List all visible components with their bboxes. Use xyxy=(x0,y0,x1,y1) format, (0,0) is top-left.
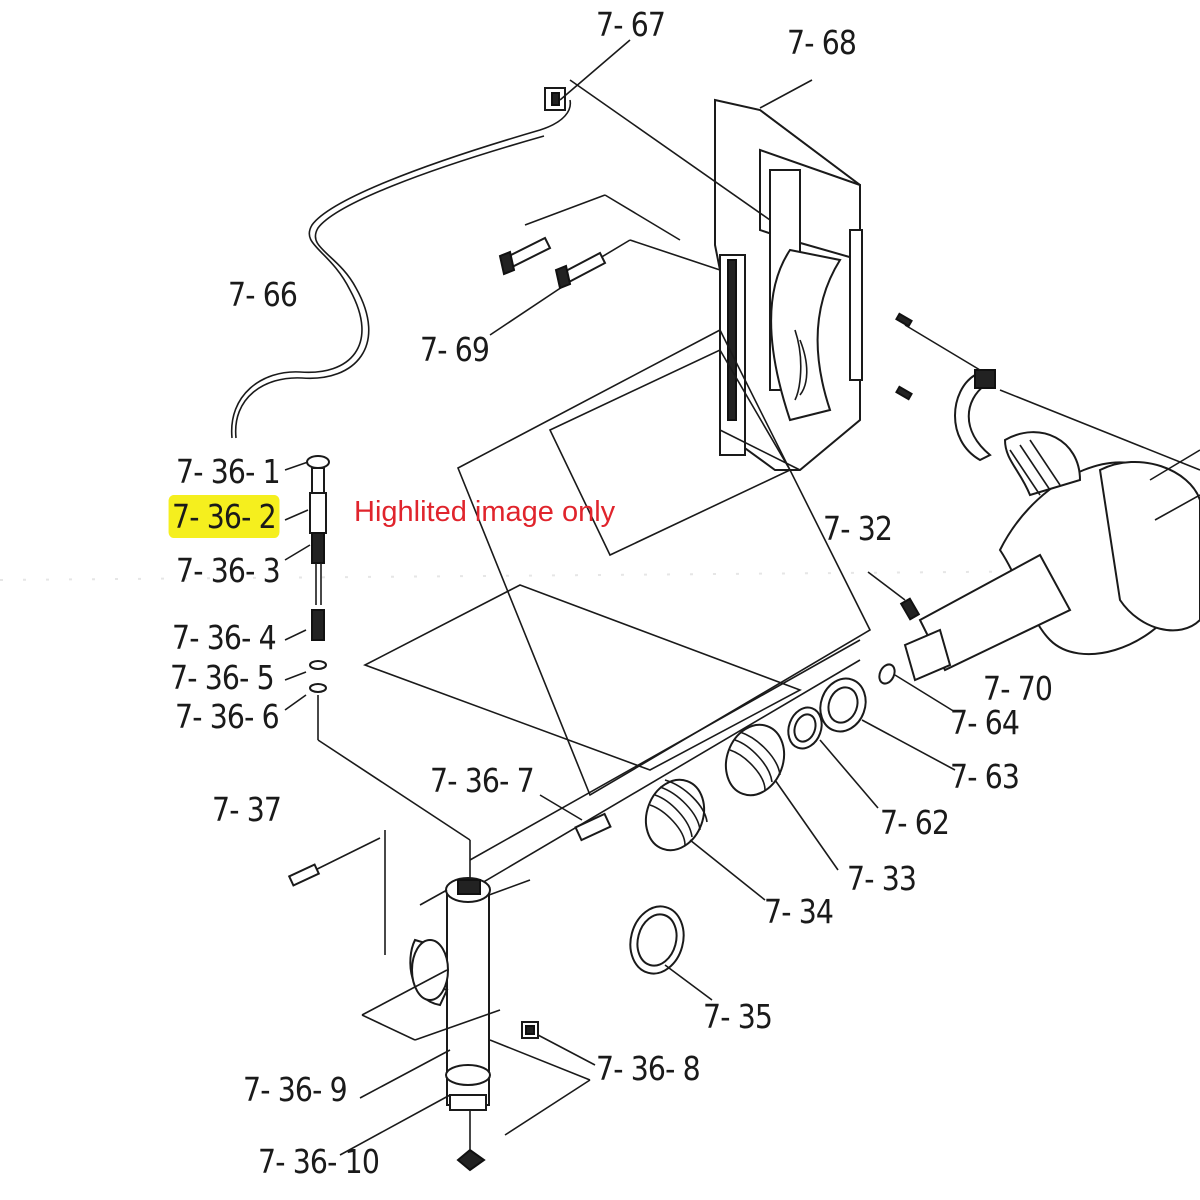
label-7-36-7: 7- 36- 7 xyxy=(430,761,535,800)
plunger-assembly-part xyxy=(306,455,330,740)
ring-part xyxy=(629,905,685,975)
label-7-36-6: 7- 36- 6 xyxy=(175,697,280,736)
highlight-note: Highlited image only xyxy=(354,496,616,528)
hose-part xyxy=(230,99,572,439)
bearing-shell-part xyxy=(904,324,1200,497)
label-7-36-9: 7- 36- 9 xyxy=(243,1070,348,1109)
label-7-36-2-highlighted: 7- 36- 2 xyxy=(168,495,280,538)
bracket-block-part xyxy=(714,98,863,471)
bolt-nut-part xyxy=(456,1021,539,1172)
label-7-67: 7- 67 xyxy=(596,5,666,44)
connector-part xyxy=(544,87,566,111)
screw-part xyxy=(895,312,913,401)
washer-part xyxy=(787,663,896,750)
label-7-36-1: 7- 36- 1 xyxy=(176,452,281,491)
label-7-36-10: 7- 36- 10 xyxy=(258,1142,380,1181)
label-7-62: 7- 62 xyxy=(880,803,950,842)
label-7-33: 7- 33 xyxy=(847,859,917,898)
label-7-64: 7- 64 xyxy=(950,703,1020,742)
label-7-37: 7- 37 xyxy=(212,790,282,829)
label-7-68: 7- 68 xyxy=(787,23,857,62)
shaft-cam-part xyxy=(903,449,1200,682)
label-7-36-5: 7- 36- 5 xyxy=(170,658,275,697)
label-7-63: 7- 63 xyxy=(950,757,1020,796)
label-7-36-3: 7- 36- 3 xyxy=(176,551,281,590)
label-7-66: 7- 66 xyxy=(228,275,298,314)
spring-part xyxy=(644,723,786,852)
cylinder-housing-part xyxy=(409,877,531,1111)
label-7-70: 7- 70 xyxy=(983,669,1053,708)
label-7-36-8: 7- 36- 8 xyxy=(596,1049,701,1088)
highlight-mark: 7- 36- 2 xyxy=(168,495,280,538)
label-7-36-4: 7- 36- 4 xyxy=(172,618,277,657)
label-7-69: 7- 69 xyxy=(420,330,490,369)
label-7-34: 7- 34 xyxy=(764,892,834,931)
label-7-35: 7- 35 xyxy=(703,997,773,1036)
faint-dotted-line xyxy=(0,569,1200,581)
label-7-32: 7- 32 xyxy=(823,509,893,548)
bolt-part xyxy=(498,236,607,290)
